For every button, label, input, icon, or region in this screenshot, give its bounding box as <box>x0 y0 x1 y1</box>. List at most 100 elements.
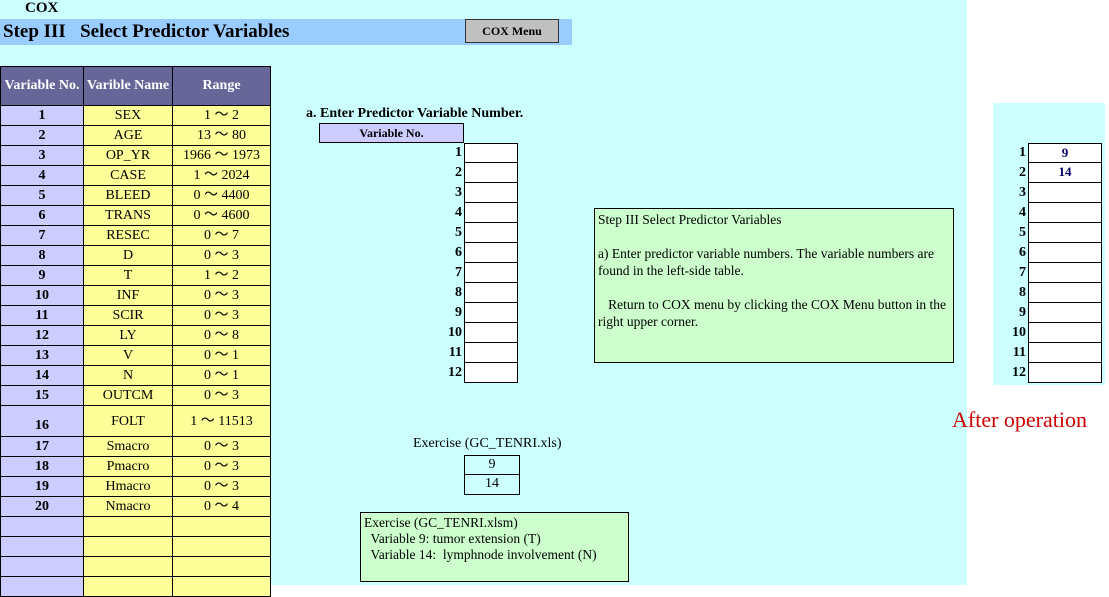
predictor-variable-input[interactable] <box>1028 323 1102 343</box>
predictor-variable-input[interactable] <box>464 343 518 363</box>
predictor-variable-input[interactable] <box>1028 203 1102 223</box>
variable-no-cell: 4 <box>0 165 84 186</box>
table-row <box>0 516 271 537</box>
predictor-variable-input[interactable] <box>1028 303 1102 323</box>
table-row <box>0 536 271 557</box>
variable-name-cell: V <box>83 345 173 366</box>
entry-row-number: 10 <box>1012 325 1026 340</box>
variable-no-cell: 6 <box>0 205 84 226</box>
variable-no-cell: 11 <box>0 305 84 326</box>
variable-name-cell: RESEC <box>83 225 173 246</box>
predictor-variable-input[interactable] <box>1028 263 1102 283</box>
predictor-variable-input[interactable] <box>1028 223 1102 243</box>
predictor-variable-input[interactable] <box>1028 363 1102 383</box>
entry-row: 7 <box>996 263 1102 283</box>
entry-row-number: 4 <box>455 205 462 220</box>
entry-row-number: 10 <box>448 325 462 340</box>
entry-row: 2 <box>430 163 518 183</box>
range-cell: 1 〜 2 <box>172 105 271 126</box>
predictor-variable-input[interactable] <box>464 143 518 163</box>
variable-name-cell: LY <box>83 325 173 346</box>
range-cell: 0 〜 1 <box>172 365 271 386</box>
predictor-variable-input[interactable] <box>464 203 518 223</box>
variable-name-cell <box>83 556 173 577</box>
range-cell <box>172 516 271 537</box>
predictor-variable-input[interactable] <box>464 363 518 383</box>
entry-column-header: Variable No. <box>319 123 464 143</box>
entry-row: 1 <box>430 143 518 163</box>
variable-no-cell: 10 <box>0 285 84 306</box>
range-cell: 1 〜 11513 <box>172 405 271 437</box>
exercise-note: Exercise (GC_TENRI.xlsm) Variable 9: tum… <box>360 512 629 582</box>
after-operation-label: After operation <box>952 407 1087 432</box>
entry-row: 6 <box>430 243 518 263</box>
range-cell: 0 〜 3 <box>172 285 271 306</box>
entry-row: 3 <box>430 183 518 203</box>
entry-row: 5 <box>430 223 518 243</box>
range-cell: 0 〜 3 <box>172 245 271 266</box>
variable-name-cell: AGE <box>83 125 173 146</box>
predictor-variable-input[interactable] <box>1028 283 1102 303</box>
predictor-variable-input[interactable] <box>1028 343 1102 363</box>
predictor-variable-input[interactable]: 14 <box>1028 163 1102 183</box>
range-cell: 0 〜 3 <box>172 385 271 406</box>
predictor-variable-input[interactable] <box>464 283 518 303</box>
entry-row: 4 <box>996 203 1102 223</box>
entry-row: 12 <box>996 363 1102 383</box>
predictor-variable-input[interactable] <box>1028 183 1102 203</box>
entry-row-number: 7 <box>1019 265 1026 280</box>
variable-name-cell: Pmacro <box>83 456 173 477</box>
predictor-variable-input[interactable] <box>464 223 518 243</box>
variable-name-cell: SEX <box>83 105 173 126</box>
exercise-values: 9 14 <box>464 455 520 495</box>
entry-row-number: 7 <box>455 265 462 280</box>
predictor-variable-input[interactable] <box>464 163 518 183</box>
entry-row-number: 11 <box>1012 345 1026 360</box>
exercise-note-line: Variable 9: tumor extension (T) <box>364 531 541 546</box>
entry-row-number: 2 <box>1019 165 1026 180</box>
variable-no-cell: 2 <box>0 125 84 146</box>
variable-name-cell: SCIR <box>83 305 173 326</box>
variable-name-cell: D <box>83 245 173 266</box>
entry-row: 5 <box>996 223 1102 243</box>
range-cell: 0 〜 8 <box>172 325 271 346</box>
predictor-variable-input[interactable] <box>1028 243 1102 263</box>
range-cell: 0 〜 7 <box>172 225 271 246</box>
predictor-variable-input[interactable]: 9 <box>1028 143 1102 163</box>
variable-no-cell: 13 <box>0 345 84 366</box>
entry-row-number: 4 <box>1019 205 1026 220</box>
range-cell <box>172 536 271 557</box>
predictor-variable-input[interactable] <box>464 183 518 203</box>
predictor-variable-input[interactable] <box>464 243 518 263</box>
variable-no-cell <box>0 556 84 577</box>
entry-row: 8 <box>996 283 1102 303</box>
range-cell: 0 〜 1 <box>172 345 271 366</box>
entry-row-number: 1 <box>1019 145 1026 160</box>
range-cell: 0 〜 3 <box>172 305 271 326</box>
variable-no-cell <box>0 536 84 557</box>
column-header-variable-no: Variable No. <box>0 66 84 106</box>
predictor-variable-input[interactable] <box>464 323 518 343</box>
cox-menu-button[interactable]: COX Menu <box>465 19 559 43</box>
range-cell: 0 〜 3 <box>172 456 271 477</box>
predictor-variable-input[interactable] <box>464 303 518 323</box>
table-row <box>0 576 271 597</box>
variable-no-cell <box>0 576 84 597</box>
entry-row: 11 <box>996 343 1102 363</box>
predictor-variable-input[interactable] <box>464 263 518 283</box>
variable-no-cell <box>0 516 84 537</box>
entry-row-number: 6 <box>455 245 462 260</box>
